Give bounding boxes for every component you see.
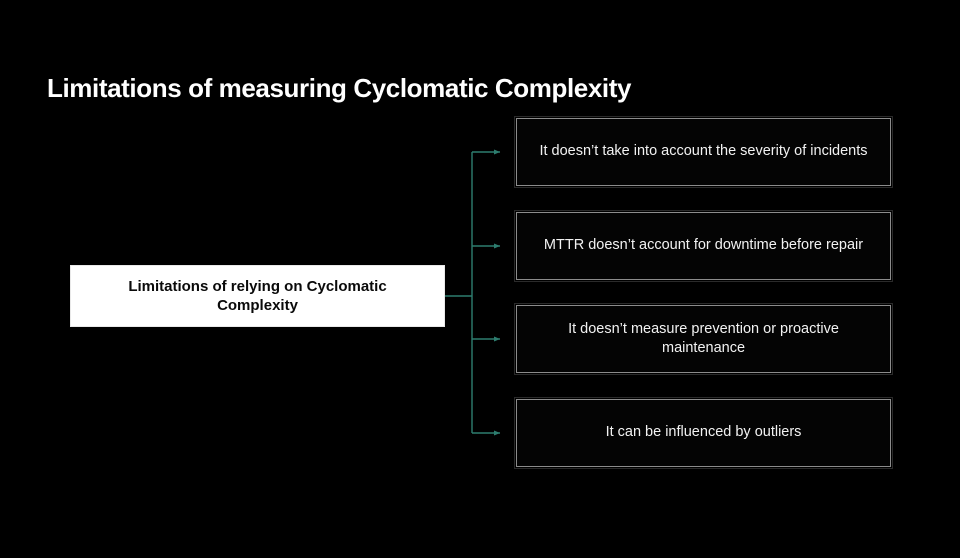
branch-node-2[interactable]: MTTR doesn’t account for downtime before… — [514, 210, 893, 282]
branch-node-label: It doesn’t take into account the severit… — [539, 143, 868, 160]
branch-node-1[interactable]: It doesn’t take into account the severit… — [514, 116, 893, 188]
branch-node-label: It can be influenced by outliers — [605, 424, 802, 441]
branch-node-label: It doesn’t measure prevention or proacti… — [568, 320, 839, 356]
branch-node-3[interactable]: It doesn’t measure prevention or proacti… — [514, 303, 893, 375]
root-node[interactable]: Limitations of relying on Cyclomatic Com… — [70, 265, 445, 327]
page-title: Limitations of measuring Cyclomatic Comp… — [47, 73, 632, 104]
root-node-label: Limitations of relying on Cyclomatic Com… — [128, 277, 387, 315]
branch-node-label: MTTR doesn’t account for downtime before… — [543, 237, 864, 254]
branch-node-4[interactable]: It can be influenced by outliers — [514, 397, 893, 469]
